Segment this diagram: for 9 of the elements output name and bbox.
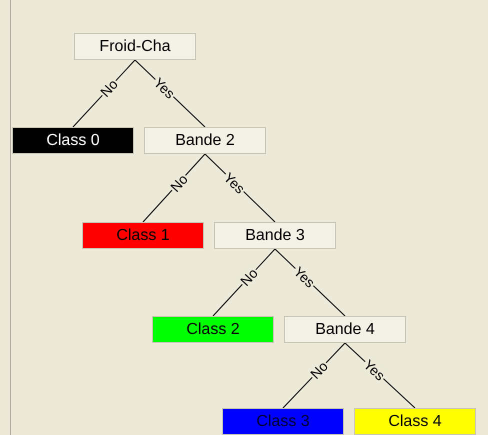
class-leaf-box: Class 2 xyxy=(152,316,274,343)
split-node-box: Bande 3 xyxy=(214,222,336,249)
class-leaf-box: Class 3 xyxy=(222,408,344,435)
class-leaf-box: Class 1 xyxy=(82,222,204,249)
class-leaf-box: Class 0 xyxy=(12,127,134,154)
split-node-box: Bande 4 xyxy=(284,316,406,343)
class-leaf-box: Class 4 xyxy=(354,408,476,435)
split-node-box: Bande 2 xyxy=(144,127,266,154)
split-node-box: Froid-Cha xyxy=(74,33,196,60)
